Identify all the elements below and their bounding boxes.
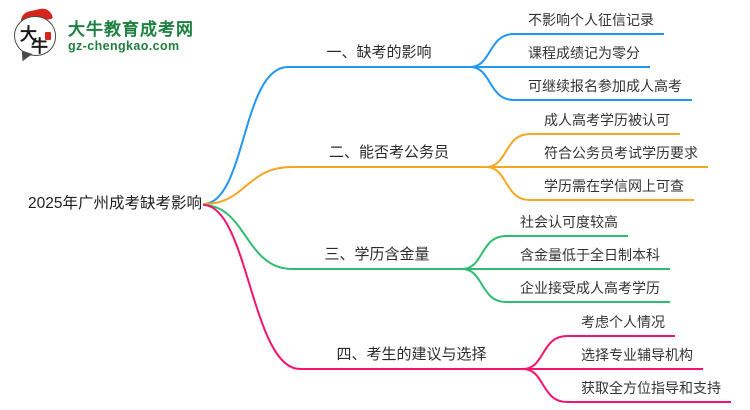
leaf-connector xyxy=(485,133,531,168)
leaf-connector xyxy=(485,166,531,201)
logo-site-domain: gz-chengkao.com xyxy=(68,39,180,54)
leaf-topic-3-2: 含金量低于全日制本科 xyxy=(506,244,670,270)
branch-topic-4: 四、考生的建议与选择 xyxy=(300,344,523,370)
logo-text-block: 大牛教育成考网 gz-chengkao.com xyxy=(68,19,194,54)
leaf-topic-2-1: 成人高考学历被认可 xyxy=(530,109,680,135)
logo-bubble-icon: 大 牛 xyxy=(12,6,60,64)
leaf-topic-4-1: 考虑个人情况 xyxy=(567,311,675,337)
logo-character-top: 大 xyxy=(20,25,37,44)
branch-topic-2: 二、能否考公务员 xyxy=(292,142,486,168)
leaf-topic-1-1: 不影响个人征信记录 xyxy=(514,9,664,35)
branch-4-connector xyxy=(203,204,301,370)
logo-site-name: 大牛教育成考网 xyxy=(68,19,194,39)
leaf-connector xyxy=(461,268,507,303)
leaf-topic-1-3: 可继续报名参加成人高考 xyxy=(514,75,692,101)
leaf-topic-1-2: 课程成绩记为零分 xyxy=(514,42,650,68)
logo-seal-stamp xyxy=(45,32,51,40)
logo-character-bottom: 牛 xyxy=(31,37,48,56)
leaf-topic-4-3: 获取全方位指导和支持 xyxy=(567,377,731,403)
branch-topic-1: 一、缺考的影响 xyxy=(288,42,470,68)
leaf-topic-3-1: 社会认可度较高 xyxy=(506,211,628,237)
branch-topic-3: 三、学历含金量 xyxy=(292,244,462,270)
branch-2-connector xyxy=(203,166,293,205)
leaf-connector xyxy=(469,66,515,101)
branch-3-connector xyxy=(203,204,293,270)
leaf-connector xyxy=(469,33,515,68)
leaf-connector xyxy=(522,368,568,403)
leaf-topic-4-2: 选择专业辅导机构 xyxy=(567,344,703,370)
site-logo: 大 牛 大牛教育成考网 gz-chengkao.com xyxy=(12,6,194,64)
leaf-connector xyxy=(461,235,507,270)
leaf-topic-2-3: 学历需在学信网上可查 xyxy=(530,175,694,201)
leaf-connector xyxy=(522,335,568,370)
leaf-topic-2-2: 符合公务员考试学历要求 xyxy=(530,142,708,168)
root-topic: 2025年广州成考缺考影响 xyxy=(28,195,202,212)
branch-1-connector xyxy=(203,66,289,205)
leaf-topic-3-3: 企业接受成人高考学历 xyxy=(506,277,670,303)
